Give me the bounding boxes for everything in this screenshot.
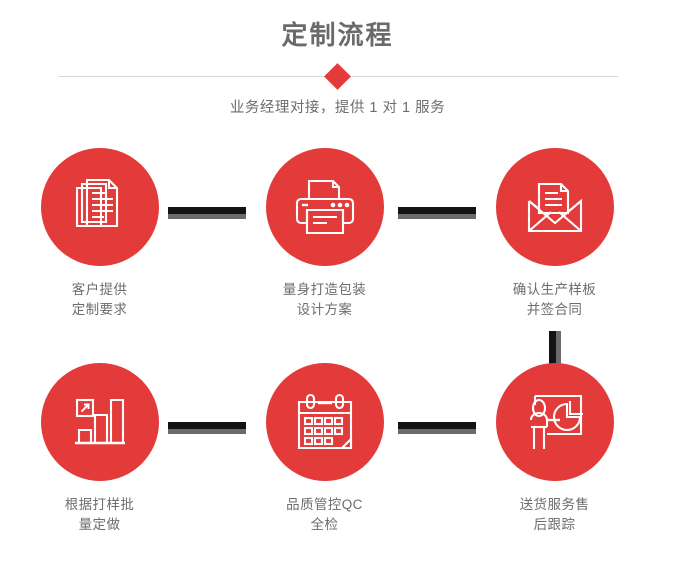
connector-shadow [398,429,476,434]
connector-shadow [398,214,476,219]
connector-bar [168,207,246,214]
connector-bar [168,422,246,429]
printer-icon [293,176,357,238]
process-flow: 客户提供 定制要求 [0,148,675,578]
flow-step-6-label: 送货服务售 后跟踪 [519,497,590,532]
flow-step-1-circle [40,148,159,266]
flow-step-2-circle [265,148,384,266]
connector-horizontal-3 [168,422,246,434]
connector-shadow [168,429,246,434]
flow-step-4[interactable]: 根据打样批 量定做 [12,363,187,535]
documents-stack-icon [69,176,131,238]
flow-step-3-circle [495,148,614,266]
flow-step-5[interactable]: 品质管控QC 全检 [237,363,412,535]
connector-bar [398,422,476,429]
connector-shadow [168,214,246,219]
flow-step-1[interactable]: 客户提供 定制要求 [12,148,187,320]
connector-vertical [549,331,561,370]
envelope-document-icon [523,178,587,236]
title-divider [57,62,618,90]
connector-shadow [556,331,561,370]
flow-step-3-label: 确认生产样板 并签合同 [512,282,597,317]
flow-step-2-label: 量身打造包装 设计方案 [282,282,367,317]
flow-row-top: 客户提供 定制要求 [0,148,675,370]
flow-step-3[interactable]: 确认生产样板 并签合同 [467,148,642,320]
connector-horizontal-1 [168,207,246,219]
connector-horizontal-2 [398,207,476,219]
flow-step-6-circle [495,363,614,481]
flow-step-2[interactable]: 量身打造包装 设计方案 [237,148,412,320]
flow-row-bottom: 根据打样批 量定做 [0,363,675,578]
flow-step-4-circle [40,363,159,481]
flow-step-6[interactable]: 送货服务售 后跟踪 [467,363,642,535]
presenter-pie-chart-icon [523,391,587,453]
connector-bar [549,331,556,370]
connector-horizontal-4 [398,422,476,434]
diamond-icon [324,62,351,90]
flow-step-5-circle [265,363,384,481]
flow-step-5-label: 品质管控QC 全检 [286,497,363,532]
bar-chart-growth-icon [70,393,130,451]
flow-step-1-label: 客户提供 定制要求 [71,282,128,317]
page-header: 定制流程 业务经理对接，提供 1 对 1 服务 [0,0,675,117]
connector-bar [398,207,476,214]
page-subtitle: 业务经理对接，提供 1 对 1 服务 [229,100,446,116]
calendar-icon [294,392,356,452]
flow-step-4-label: 根据打样批 量定做 [64,497,135,532]
page-title: 定制流程 [281,20,394,50]
